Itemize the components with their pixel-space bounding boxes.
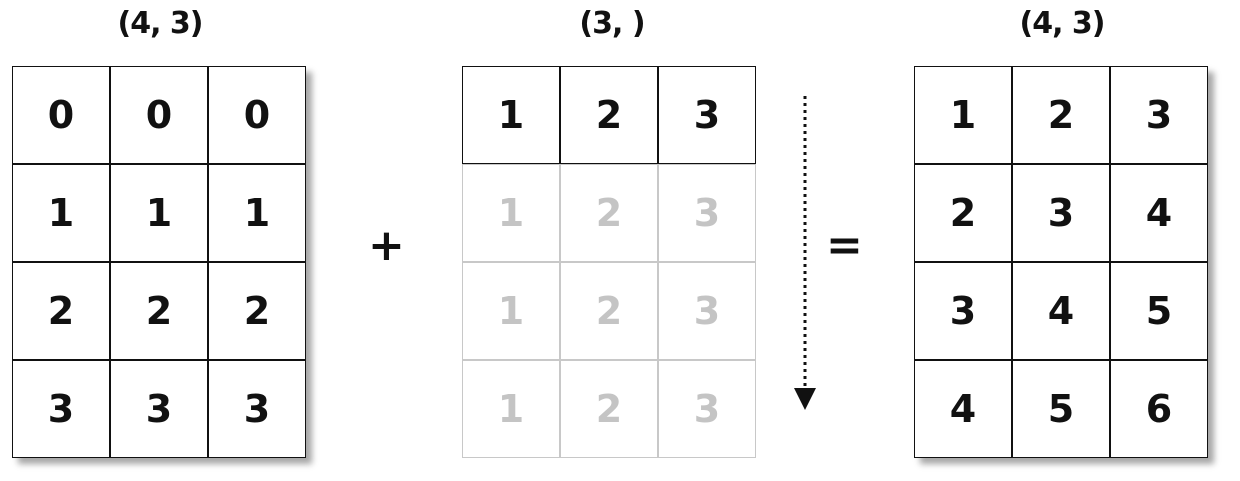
left-array-cell: 0: [110, 66, 208, 164]
left-shape-label: (4, 3): [117, 6, 203, 41]
middle-array-cell: 1: [462, 66, 560, 164]
broadcast-cell: 2: [560, 360, 658, 458]
broadcast-cell: 1: [462, 164, 560, 262]
broadcast-cell: 2: [560, 262, 658, 360]
broadcast-cell: 3: [658, 164, 756, 262]
broadcast-cell: 2: [560, 164, 658, 262]
result-array-cell: 3: [1110, 66, 1208, 164]
dotted-down-arrow-icon: [794, 96, 816, 410]
left-array-cell: 3: [12, 360, 110, 458]
right-shape-label: (4, 3): [1019, 6, 1105, 41]
result-array-cell: 3: [914, 262, 1012, 360]
left-array-cell: 2: [12, 262, 110, 360]
result-array-cell: 6: [1110, 360, 1208, 458]
left-array-cell: 0: [12, 66, 110, 164]
middle-shape-label: (3, ): [579, 6, 645, 41]
plus-operator: +: [368, 220, 405, 271]
left-array-cell: 3: [110, 360, 208, 458]
left-array-cell: 1: [12, 164, 110, 262]
result-array-cell: 5: [1110, 262, 1208, 360]
equals-operator: =: [826, 220, 863, 271]
broadcast-cell: 1: [462, 262, 560, 360]
left-array-cell: 2: [208, 262, 306, 360]
left-array-cell: 2: [110, 262, 208, 360]
result-array-cell: 4: [1110, 164, 1208, 262]
result-array-cell: 2: [914, 164, 1012, 262]
result-array-cell: 2: [1012, 66, 1110, 164]
left-array-cell: 1: [110, 164, 208, 262]
result-array-cell: 5: [1012, 360, 1110, 458]
result-array-cell: 4: [914, 360, 1012, 458]
left-array-cell: 3: [208, 360, 306, 458]
result-array-cell: 1: [914, 66, 1012, 164]
result-array-cell: 3: [1012, 164, 1110, 262]
broadcast-cell: 3: [658, 360, 756, 458]
left-array-cell: 1: [208, 164, 306, 262]
middle-array-cell: 3: [658, 66, 756, 164]
broadcast-cell: 1: [462, 360, 560, 458]
middle-array-cell: 2: [560, 66, 658, 164]
left-array-cell: 0: [208, 66, 306, 164]
broadcast-cell: 3: [658, 262, 756, 360]
result-array-cell: 4: [1012, 262, 1110, 360]
